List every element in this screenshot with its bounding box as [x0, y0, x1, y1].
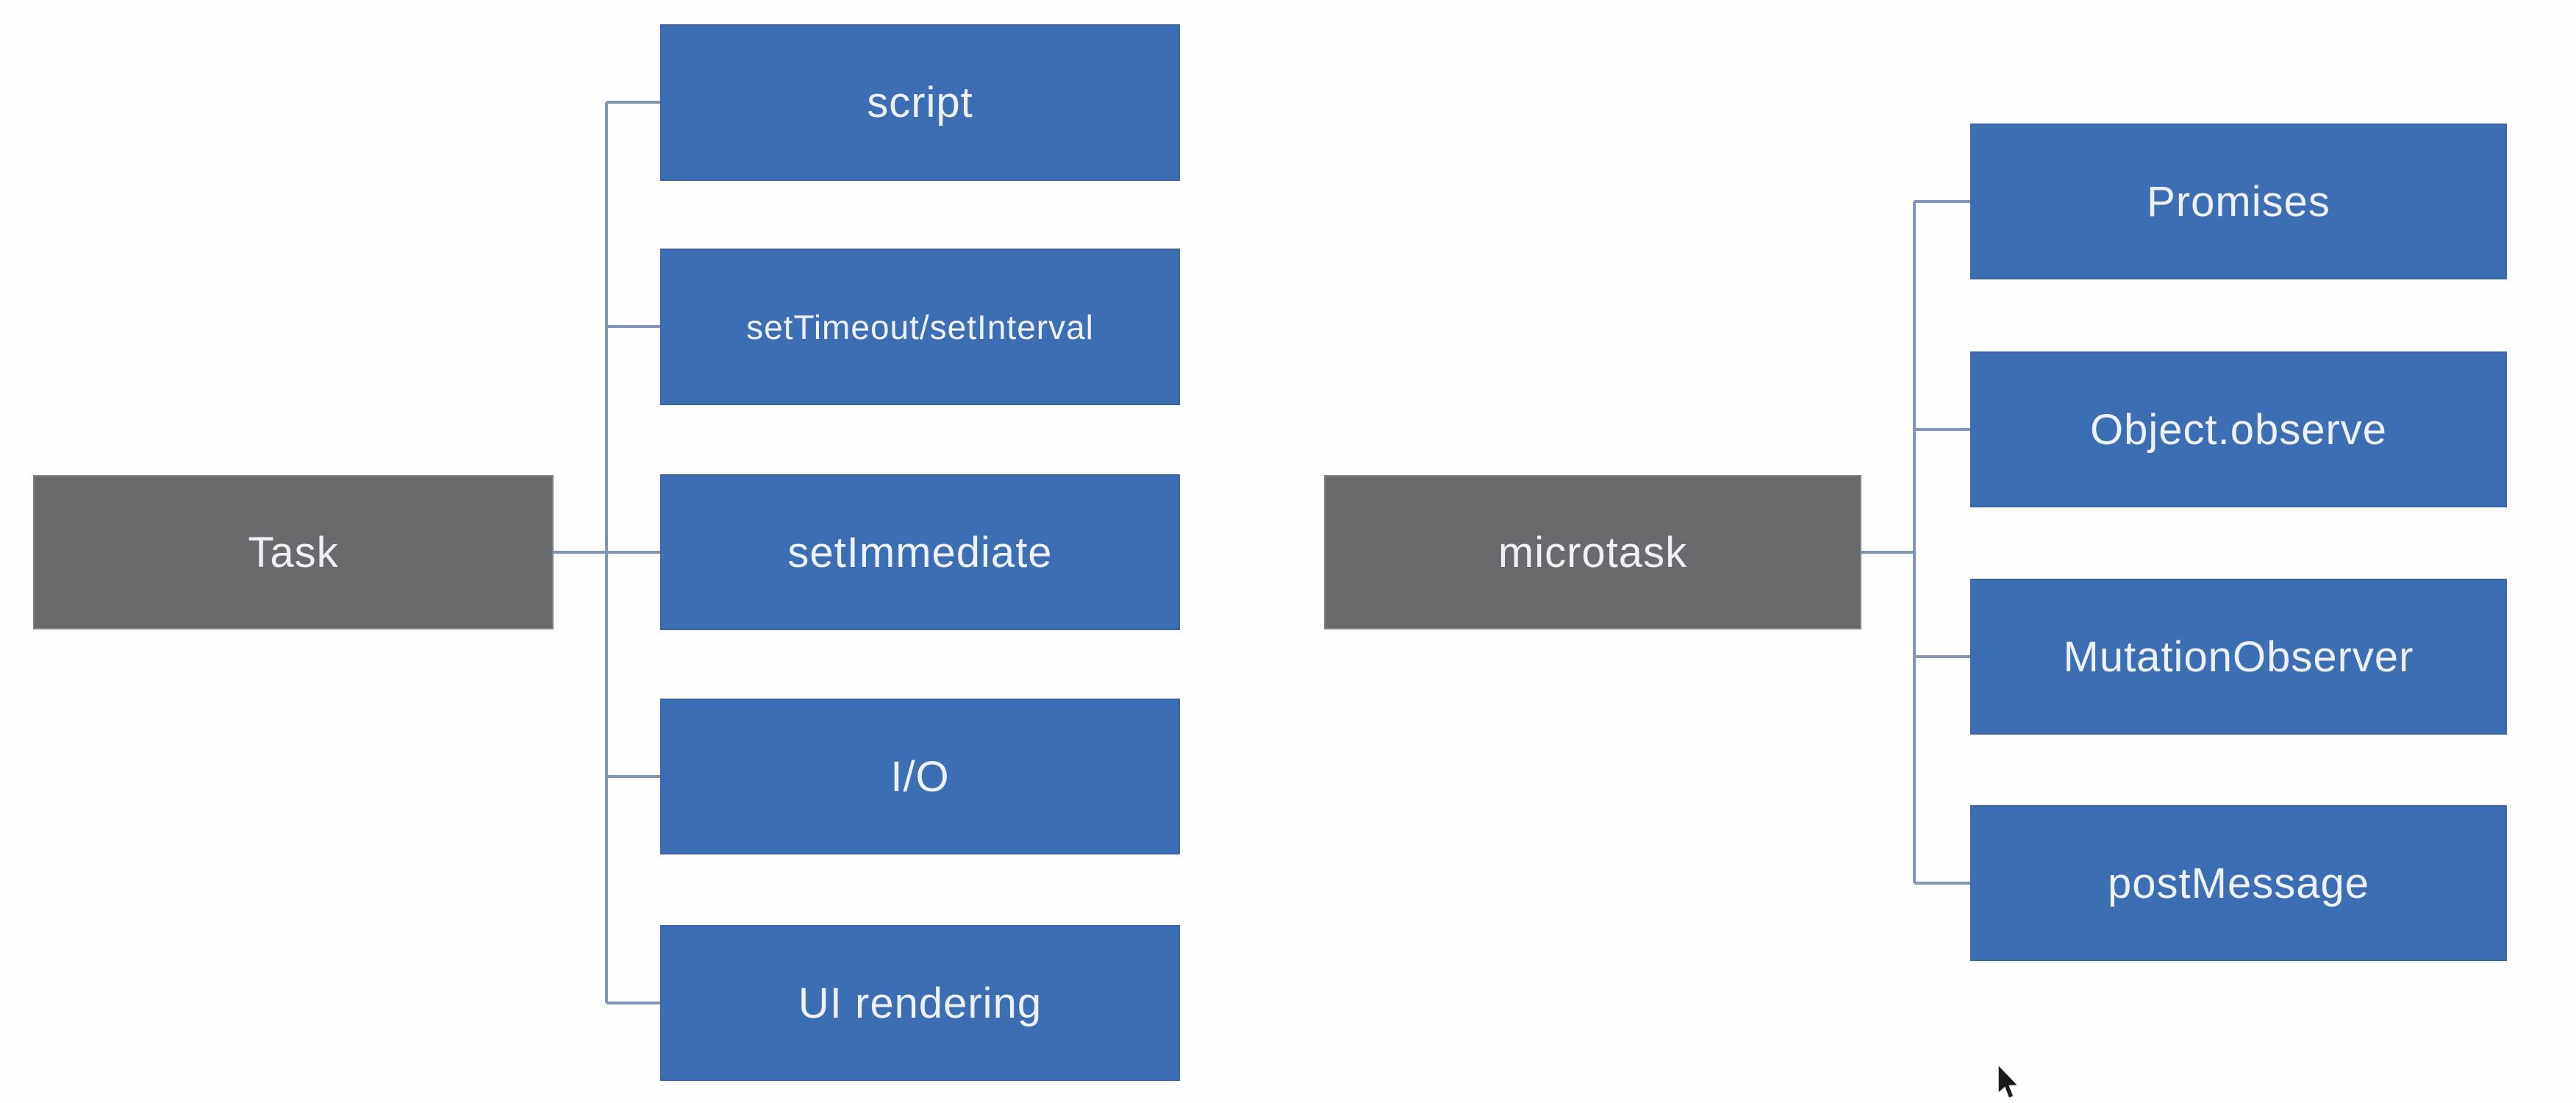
object-observe-node: Object.observe: [1970, 351, 2507, 507]
ui-rendering-label: UI rendering: [798, 979, 1042, 1027]
object-observe-label: Object.observe: [2089, 405, 2388, 454]
postmessage-label: postMessage: [2108, 859, 2369, 907]
microtask-root-node: microtask: [1324, 475, 1861, 629]
promises-node: Promises: [1970, 124, 2507, 279]
promises-label: Promises: [2147, 177, 2330, 226]
setimmediate-label: setImmediate: [787, 528, 1053, 577]
settimeout-setinterval-label: setTimeout/setInterval: [746, 307, 1094, 346]
task-root-node: Task: [33, 475, 554, 629]
ui-rendering-node: UI rendering: [660, 925, 1180, 1081]
mutationobserver-label: MutationObserver: [2063, 632, 2414, 681]
setimmediate-node: setImmediate: [660, 474, 1180, 630]
script-label: script: [867, 79, 973, 126]
io-node: I/O: [660, 699, 1180, 854]
settimeout-setinterval-node: setTimeout/setInterval: [660, 249, 1180, 405]
mouse-cursor-icon: [1997, 1065, 2019, 1099]
io-label: I/O: [890, 752, 950, 801]
task-root-label: Task: [248, 528, 339, 577]
microtask-root-label: microtask: [1498, 528, 1688, 577]
postmessage-node: postMessage: [1970, 805, 2507, 961]
mutationobserver-node: MutationObserver: [1970, 579, 2507, 735]
script-node: script: [660, 24, 1180, 181]
